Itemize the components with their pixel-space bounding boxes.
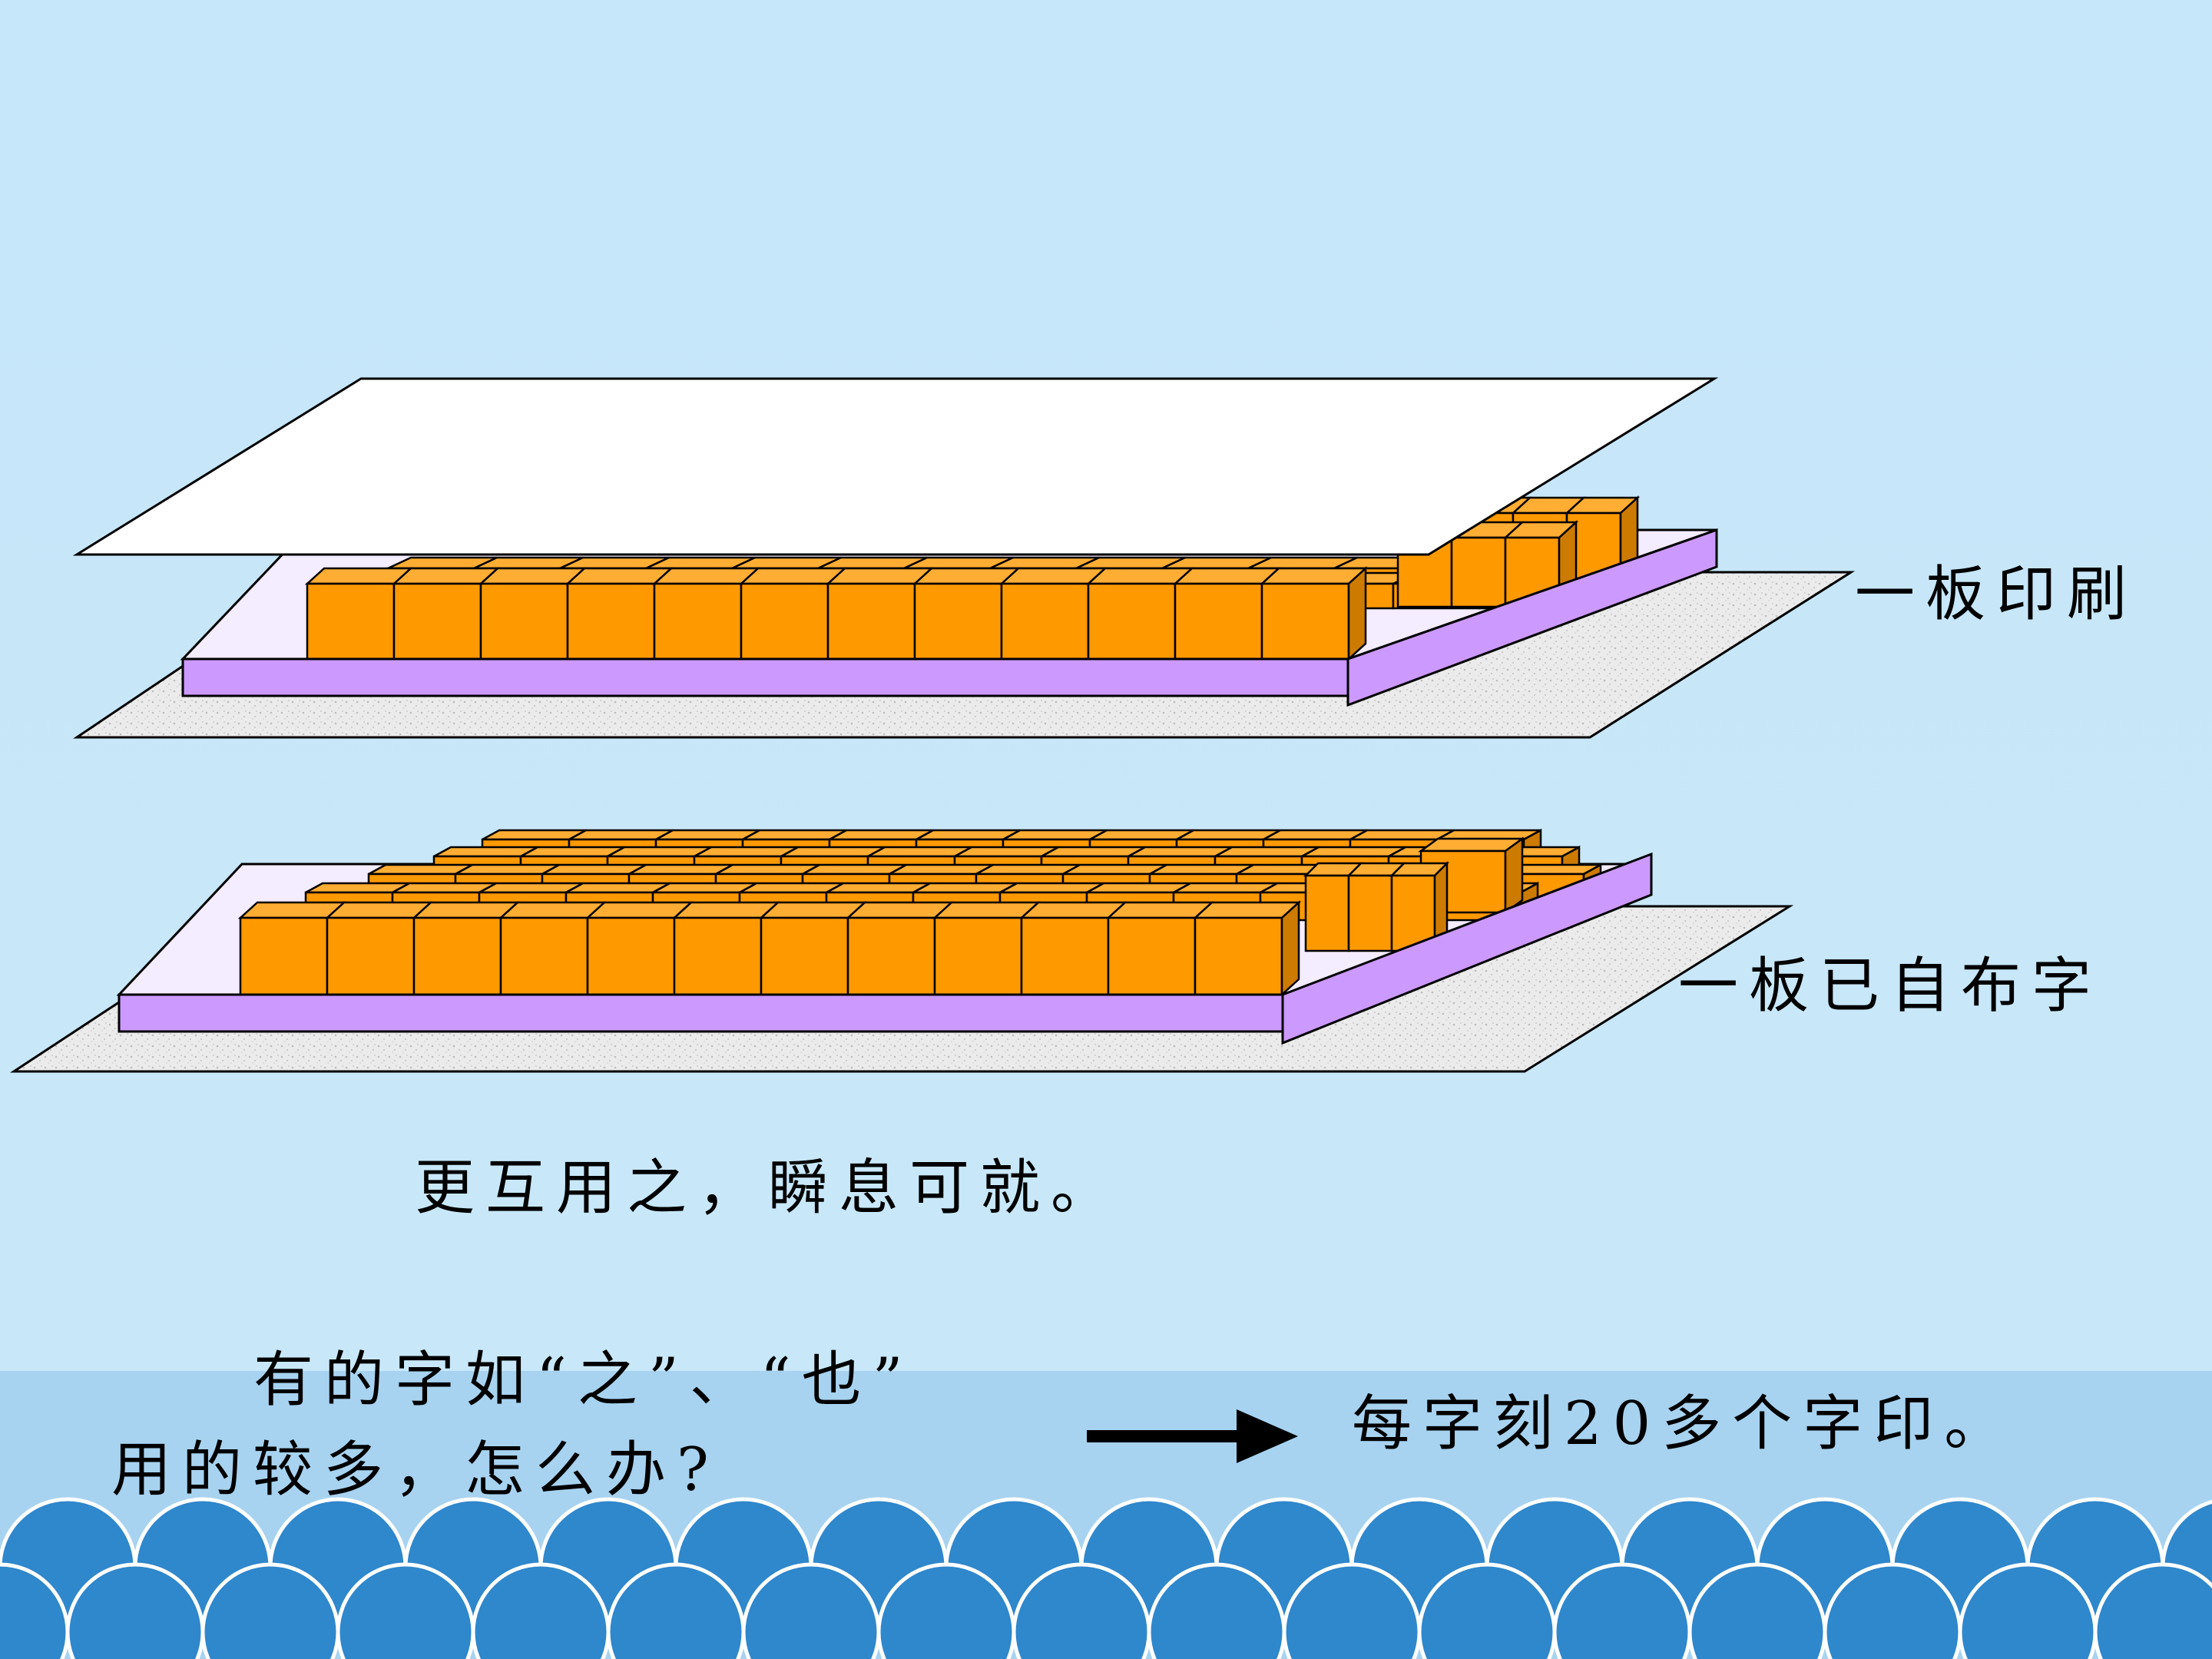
right-arrow-icon (1087, 1409, 1298, 1463)
type-block-face (239, 916, 329, 996)
type-block-face (326, 916, 416, 996)
caption-alternate-use: 更互用之，瞬息可就。 (415, 1154, 1122, 1223)
type-block-face (826, 582, 916, 661)
wave-shape (2093, 1562, 2212, 1659)
type-block-face (1174, 582, 1263, 661)
type-block-face (653, 582, 743, 661)
question-line-1: 有的字如“之”、“也” (253, 1346, 914, 1415)
type-block-face (1347, 874, 1393, 952)
type-block-face (499, 916, 589, 996)
type-block-face (306, 582, 396, 661)
sea-decoration (0, 1371, 2212, 1659)
type-block-face (1087, 582, 1177, 661)
type-block-face (412, 916, 502, 996)
type-block-face (1194, 916, 1283, 996)
type-block-face (1304, 874, 1350, 952)
label-one-plate-typeset: 一板已自布字 (1678, 952, 2103, 1021)
type-block-face (740, 582, 830, 661)
type-block-face (392, 582, 482, 661)
type-block-side (1280, 900, 1300, 997)
type-block-face (760, 916, 849, 996)
plate-front (181, 657, 1349, 697)
answer-text: 每字刻20多个字印。 (1352, 1389, 2015, 1459)
type-block-face (1107, 916, 1197, 996)
plate-front (118, 993, 1284, 1033)
type-block-face (673, 916, 763, 996)
plate-side (1346, 528, 1718, 707)
type-block-side (1347, 566, 1367, 661)
label-one-plate-printing: 一板印刷 (1855, 560, 2138, 629)
printing-plate-with-paper (72, 377, 1856, 739)
type-block-face (479, 582, 569, 661)
type-block-face (913, 582, 1003, 661)
type-block-face (1000, 582, 1090, 661)
type-block-face (1020, 916, 1110, 996)
type-block-face (1260, 582, 1350, 661)
plate-side (1281, 852, 1653, 1045)
paper-sheet (72, 377, 1719, 556)
type-block-face (566, 582, 656, 661)
question-line-2: 用的较多，怎么办? (111, 1435, 720, 1505)
type-block-face (1450, 536, 1507, 608)
type-block-face (586, 916, 676, 996)
type-block-face (933, 916, 1023, 996)
type-block-face (846, 916, 936, 996)
type-block-side (1504, 836, 1524, 915)
plate-with-type (9, 828, 1794, 1073)
